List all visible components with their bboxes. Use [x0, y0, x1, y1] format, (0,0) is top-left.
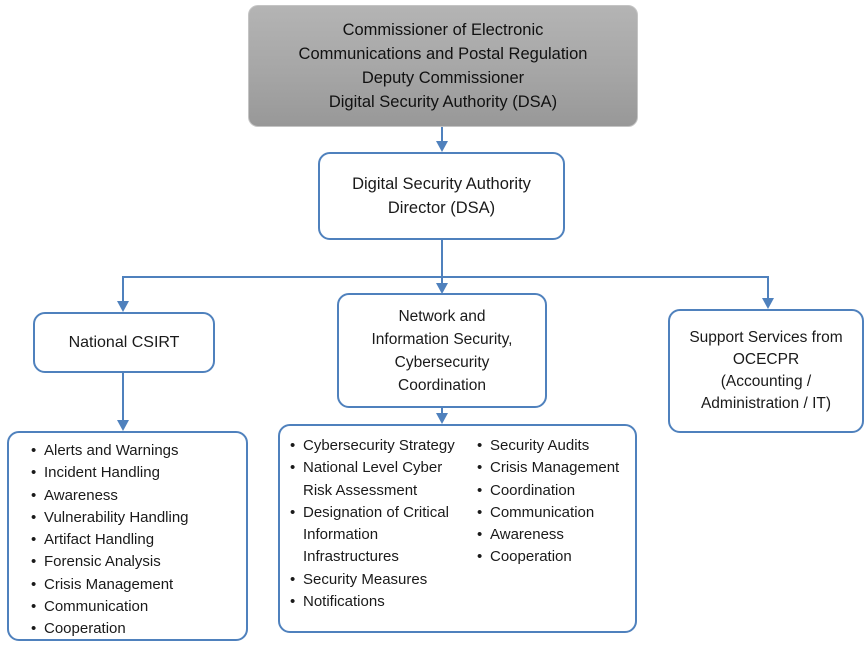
- list-item: Crisis Management: [477, 457, 627, 480]
- arrowhead-support: [762, 298, 774, 309]
- nis-functions-column-1: Cybersecurity StrategyNational Level Cyb…: [290, 435, 465, 627]
- national-csirt-box: National CSIRT: [33, 312, 215, 373]
- national-csirt-label: National CSIRT: [68, 333, 180, 351]
- nis-functions-list-1: Cybersecurity StrategyNational Level Cyb…: [290, 435, 465, 614]
- arrowhead-nis-list: [436, 413, 448, 424]
- arrowhead-csirt-list: [117, 420, 129, 431]
- list-item: Communication: [477, 502, 627, 525]
- arrowhead-director: [436, 141, 448, 152]
- list-item: Forensic Analysis: [31, 551, 240, 574]
- list-item: Incident Handling: [31, 462, 240, 485]
- nis-functions-list-2: Security AuditsCrisis ManagementCoordina…: [477, 435, 627, 569]
- list-item: Security Measures: [290, 569, 465, 592]
- list-item: Designation of Critical Information Infr…: [290, 502, 465, 569]
- list-item: Security Audits: [477, 435, 627, 458]
- csirt-functions-box: Alerts and WarningsIncident HandlingAwar…: [7, 431, 248, 641]
- list-item: Artifact Handling: [31, 529, 240, 552]
- csirt-functions-list: Alerts and WarningsIncident HandlingAwar…: [31, 440, 240, 641]
- list-item: Cybersecurity Strategy: [290, 435, 465, 458]
- list-item: Crisis Management: [31, 574, 240, 597]
- list-item: Awareness: [31, 485, 240, 508]
- nis-functions-column-2: Security AuditsCrisis ManagementCoordina…: [477, 435, 627, 627]
- list-item: Cooperation: [477, 546, 627, 569]
- list-item: Vulnerability Handling: [31, 507, 240, 530]
- list-item: Awareness: [477, 524, 627, 547]
- list-item: Communication: [31, 596, 240, 619]
- list-item: National Level Cyber Risk Assessment: [290, 457, 465, 502]
- list-item: Cooperation: [31, 618, 240, 641]
- list-item: Alerts and Warnings: [31, 440, 240, 463]
- list-item: Notifications: [290, 591, 465, 614]
- arrowhead-nis: [436, 283, 448, 294]
- arrowhead-csirt: [117, 301, 129, 312]
- list-item: Coordination: [477, 480, 627, 503]
- nis-functions-box: Cybersecurity StrategyNational Level Cyb…: [278, 424, 637, 633]
